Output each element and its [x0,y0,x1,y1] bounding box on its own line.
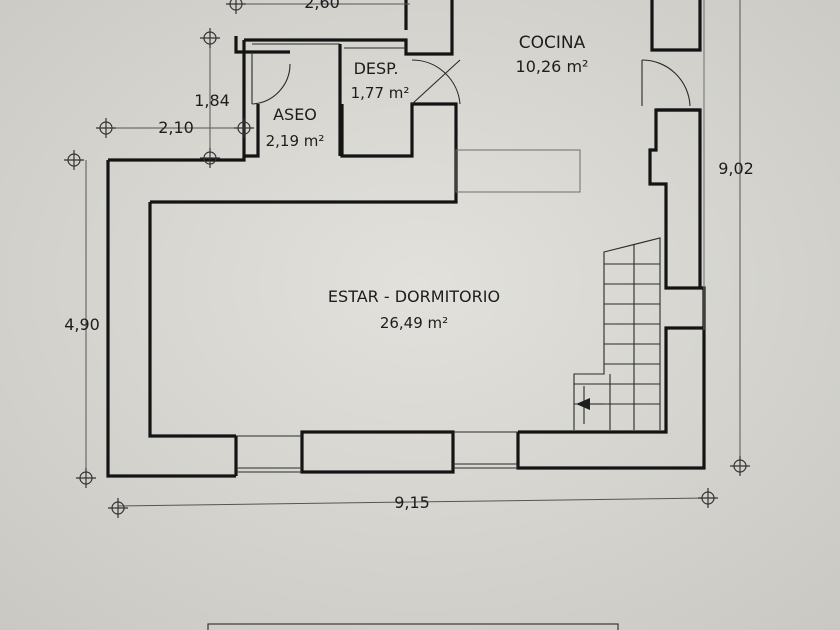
upper-walls [234,0,461,156]
dimension-label-aseo-width: 2,10 [158,118,194,137]
lower-plan-edge [207,623,619,630]
kitchen-walls [455,0,705,330]
dimension-label-bottom-width: 9,15 [394,493,430,512]
dimension-markers [64,0,750,518]
main-walls [106,40,706,478]
bottom-wall-pier [300,430,455,474]
room-label-cocina: COCINA [519,33,586,53]
room-area-aseo: 2,19 m² [266,132,325,150]
room-area-estar: 26,49 m² [380,314,448,332]
dimension-lines [85,0,741,507]
stair-direction-arrow [576,398,590,410]
room-label-estar: ESTAR - DORMITORIO [328,287,500,306]
staircase [573,237,661,430]
room-label-aseo: ASEO [273,105,317,124]
room-area-despensa: 1,77 m² [351,84,410,102]
room-area-cocina: 10,26 m² [516,57,589,76]
dimension-label-top: 2,60 [304,0,340,12]
room-label-despensa: DESP. [354,59,399,78]
dimension-label-right-height: 9,02 [718,159,754,178]
dimension-label-aseo-height: 1,84 [194,91,230,110]
dimension-label-left-height: 4,90 [64,315,100,334]
